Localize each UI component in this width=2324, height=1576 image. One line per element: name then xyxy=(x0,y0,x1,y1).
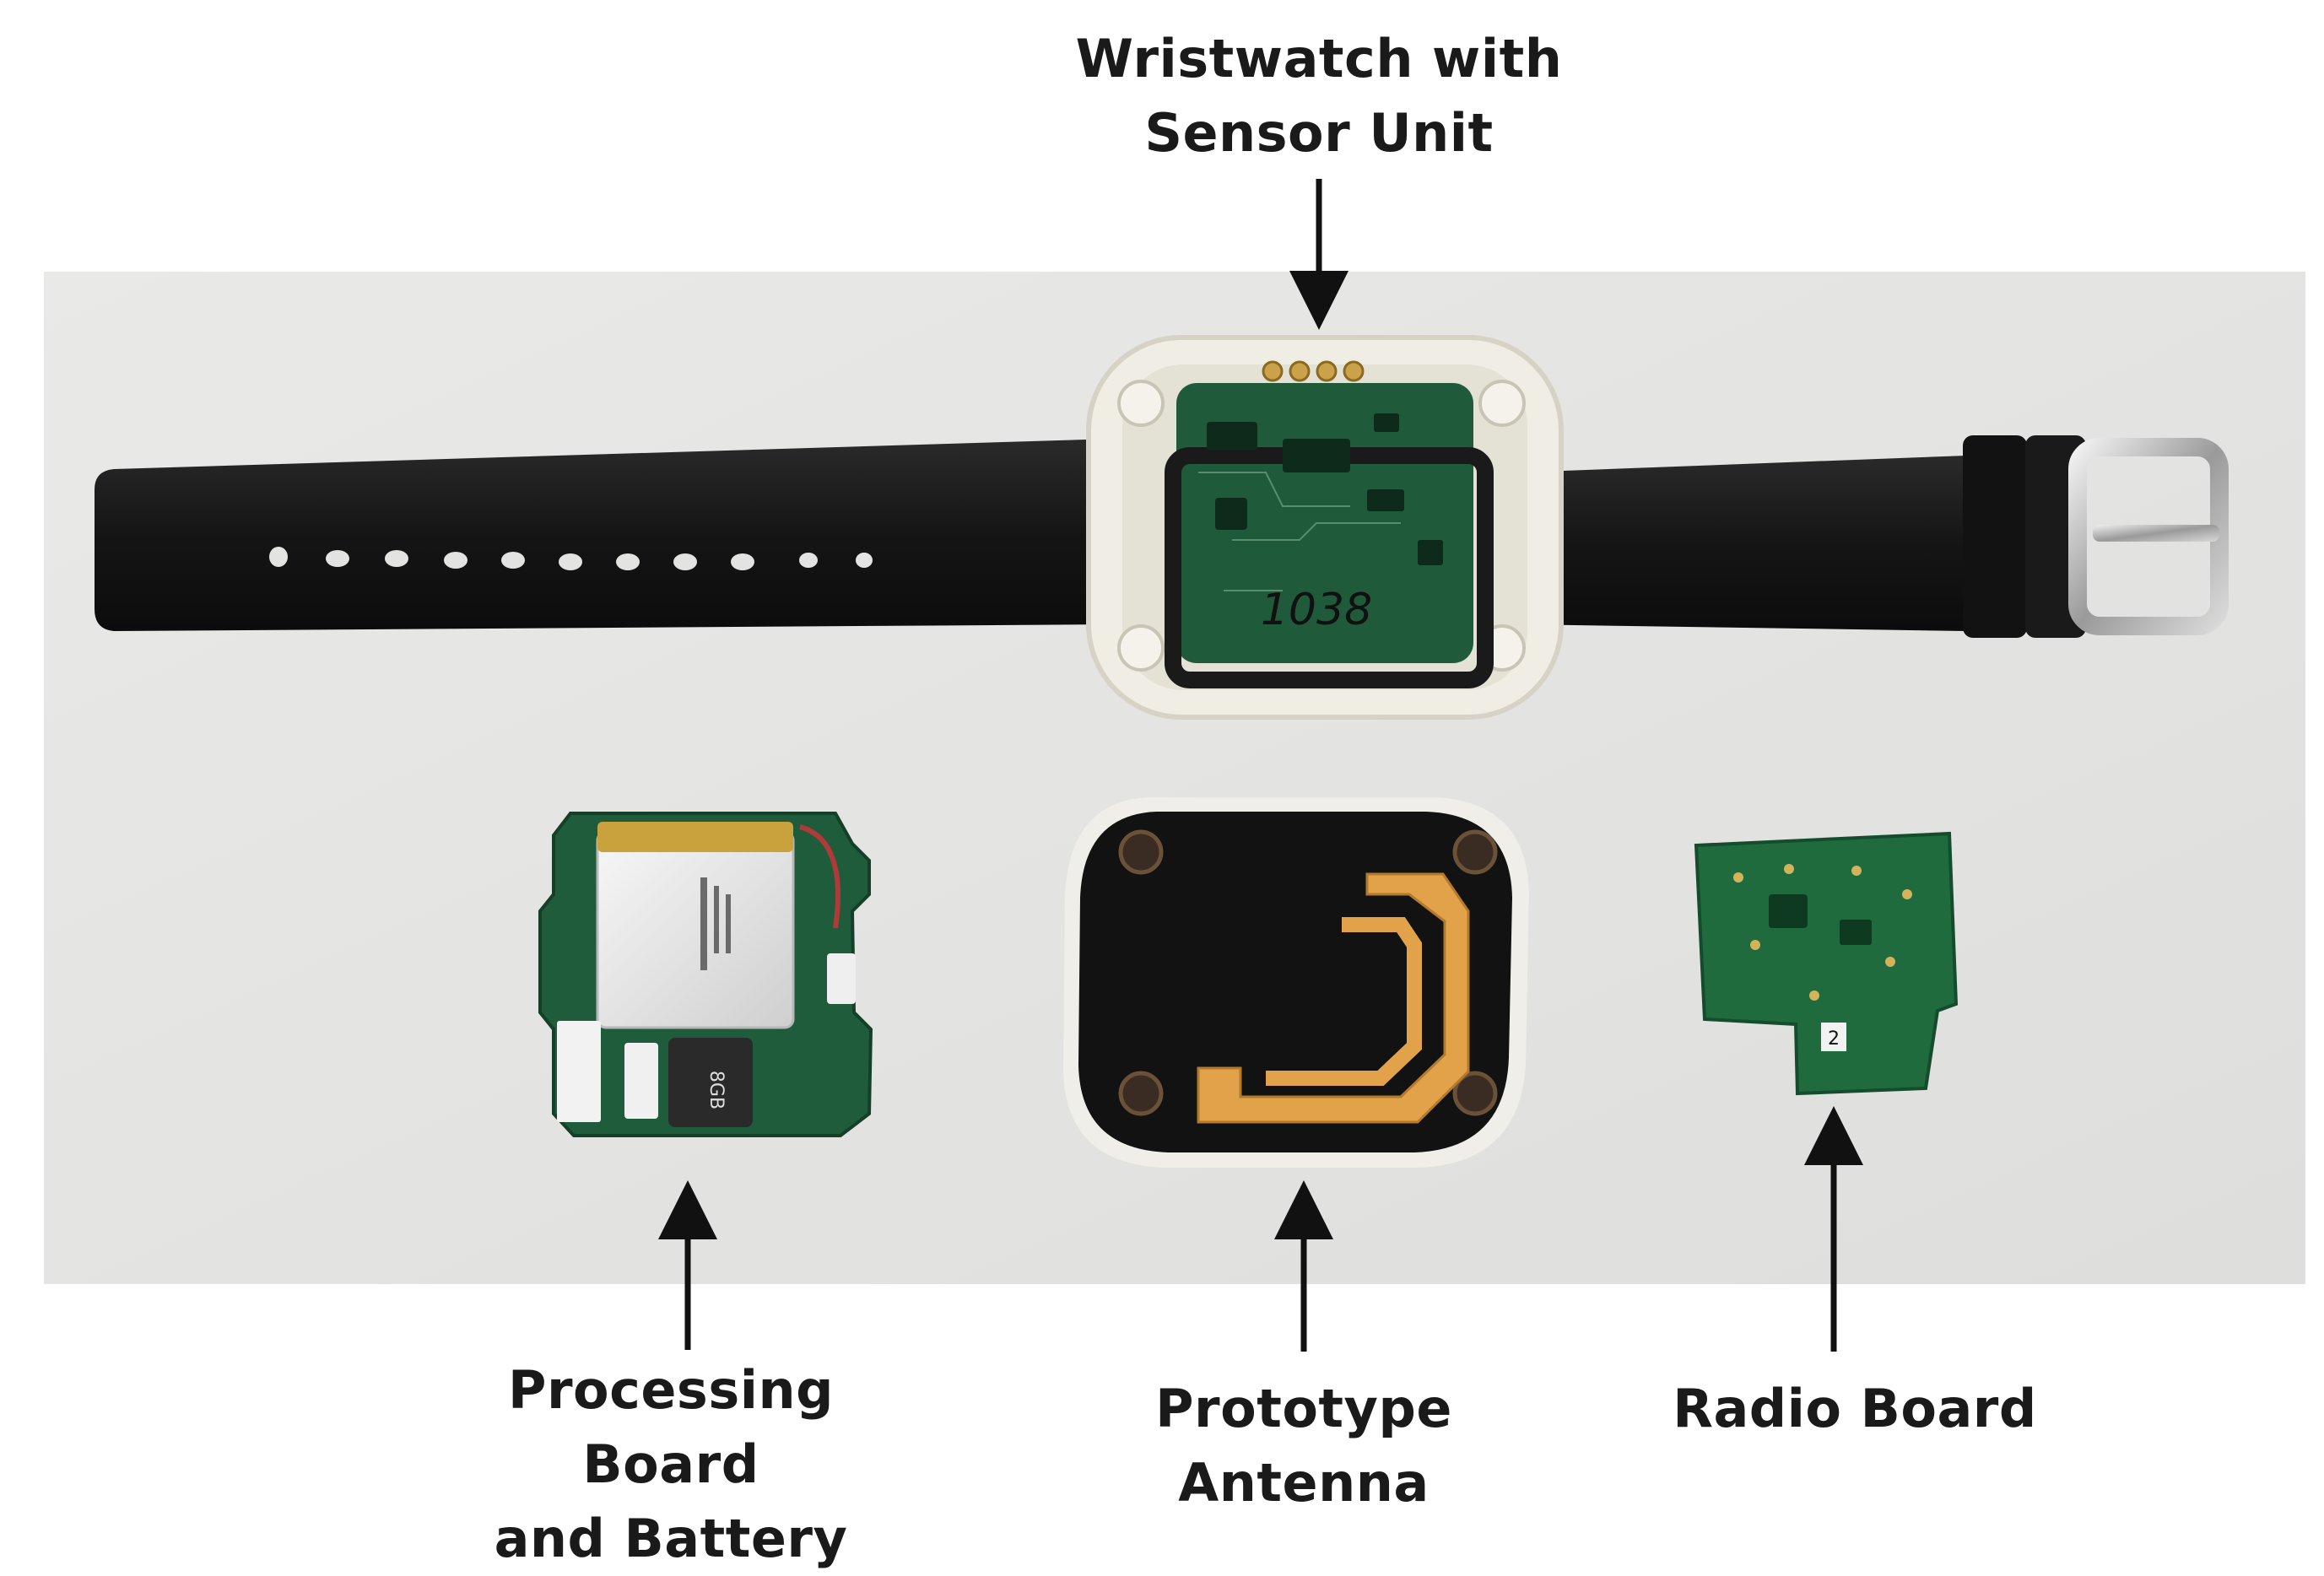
radio-chips xyxy=(1769,894,1872,945)
photo-scene: 1038 8GB xyxy=(44,179,2305,1352)
sticker xyxy=(557,1021,601,1122)
radio-components xyxy=(1733,864,1912,1001)
connector xyxy=(827,953,856,1004)
processing-board: 8GB xyxy=(538,812,873,1137)
antenna-bosses xyxy=(1118,829,1498,1116)
strap-left xyxy=(95,439,1114,631)
sensor-traces xyxy=(1198,472,1401,591)
radio-board-marking: 2 xyxy=(1828,1028,1840,1050)
label-wristwatch-line1: Wristwatch with xyxy=(1075,28,1563,89)
label-wristwatch: Wristwatch with Sensor Unit xyxy=(1066,22,1572,170)
label-processing: Processing Board and Battery xyxy=(418,1353,924,1576)
buckle xyxy=(2068,438,2229,635)
antenna-case xyxy=(1063,797,1529,1168)
battery-wires xyxy=(799,824,840,929)
label-antenna: Prototype Antenna xyxy=(1034,1372,1574,1520)
handwritten-marking: 1038 xyxy=(1261,585,1372,635)
wristwatch: 1038 xyxy=(95,335,2229,720)
label-processing-line2: and Battery xyxy=(494,1508,848,1569)
radio-label-box xyxy=(1821,1023,1846,1051)
sensor-components xyxy=(1207,413,1443,565)
strap-right xyxy=(1519,456,2025,631)
arrows xyxy=(658,179,1863,1352)
pcb-chip xyxy=(624,1043,658,1119)
radio-board: 2 xyxy=(1694,831,1959,1096)
label-radio-text: Radio Board xyxy=(1673,1378,2037,1439)
label-processing-line1: Processing Board xyxy=(508,1359,834,1495)
contact-pins xyxy=(1262,360,1365,382)
sd-card xyxy=(668,1038,753,1127)
battery-top-edge xyxy=(597,822,793,852)
strap-keeper-1 xyxy=(1963,435,2027,638)
antenna-trace xyxy=(1197,872,1470,1124)
buckle-pin xyxy=(2093,525,2219,542)
battery-print xyxy=(700,877,731,970)
label-wristwatch-line2: Sensor Unit xyxy=(1144,102,1494,164)
label-antenna-text: Prototype Antenna xyxy=(1155,1378,1452,1514)
battery-cell xyxy=(596,830,795,1029)
strap-holes xyxy=(269,547,873,570)
label-radio: Radio Board xyxy=(1657,1372,2053,1446)
radio-pcb xyxy=(1694,831,1959,1096)
sd-card-marking: 8GB xyxy=(705,1071,727,1109)
antenna-case-interior xyxy=(1078,812,1512,1152)
antenna-trace-inner xyxy=(1266,917,1422,1086)
